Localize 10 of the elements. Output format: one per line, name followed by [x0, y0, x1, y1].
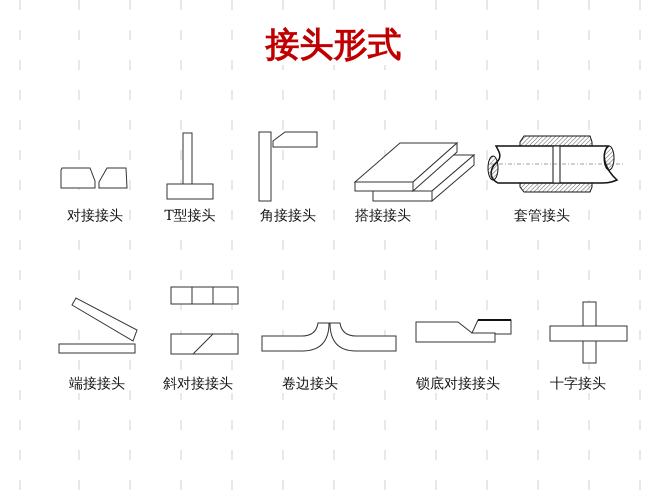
- joint-caption: 卷边接头: [280, 375, 340, 393]
- joint-caption: 锁底对接接头: [414, 375, 502, 393]
- joint-caption: 端接接头: [67, 375, 127, 393]
- joint-caption: 搭接接头: [353, 207, 413, 225]
- joint-caption: 角接接头: [258, 207, 318, 225]
- joint-caption: 斜对接接头: [161, 375, 235, 393]
- joint-caption: T型接头: [162, 207, 218, 225]
- joint-caption: 对接接头: [65, 207, 125, 225]
- joint-caption: 套管接头: [512, 207, 572, 225]
- joint-caption: 十字接头: [548, 375, 608, 393]
